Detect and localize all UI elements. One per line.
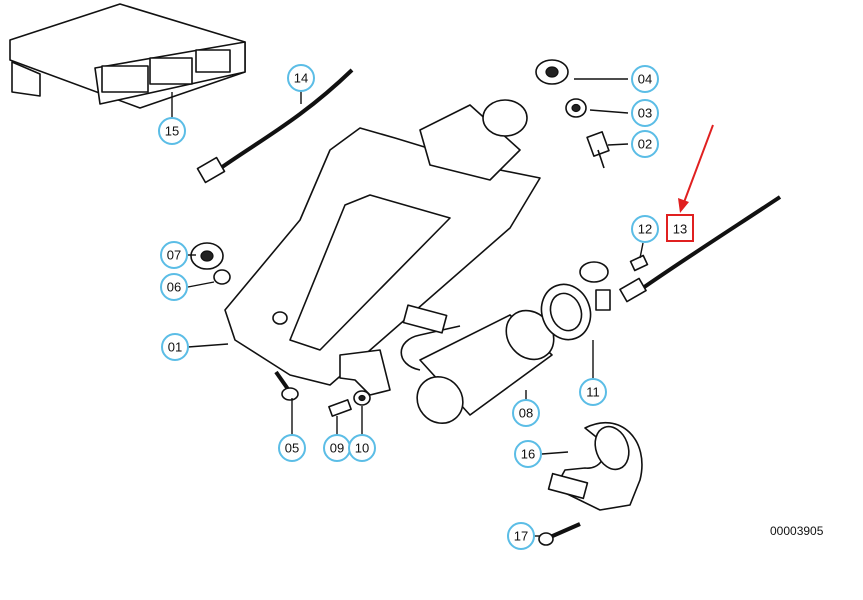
callout-03-label: 03 <box>638 106 652 121</box>
callout-11-label: 11 <box>586 385 600 400</box>
callout-05-label: 05 <box>285 441 299 456</box>
callout-11[interactable]: 11 <box>579 378 607 406</box>
callout-07-label: 07 <box>167 248 181 263</box>
callout-09-label: 09 <box>330 441 344 456</box>
callout-02-label: 02 <box>638 137 652 152</box>
control-module <box>9 3 246 109</box>
callout-12[interactable]: 12 <box>631 215 659 243</box>
bushing-03 <box>565 98 587 118</box>
callout-04[interactable]: 04 <box>631 65 659 93</box>
grommet-07 <box>190 242 224 270</box>
screw-12 <box>629 254 649 272</box>
cable-13 <box>638 195 782 292</box>
callout-13-label: 13 <box>673 222 687 237</box>
grommet-04 <box>535 59 569 85</box>
motor-08 <box>400 304 555 424</box>
screw-17 <box>538 522 581 546</box>
callout-10-label: 10 <box>355 441 369 456</box>
callout-16[interactable]: 16 <box>514 440 542 468</box>
callout-17[interactable]: 17 <box>507 522 535 550</box>
callout-07[interactable]: 07 <box>160 241 188 269</box>
bracket-16 <box>547 422 643 511</box>
callout-13-highlighted[interactable]: 13 <box>666 214 694 242</box>
callout-15-label: 15 <box>165 124 179 139</box>
callout-12-label: 12 <box>638 222 652 237</box>
bolt-09 <box>328 399 352 417</box>
highlight-arrow <box>678 124 714 213</box>
callout-01-label: 01 <box>168 340 182 355</box>
callout-10[interactable]: 10 <box>348 434 376 462</box>
callout-08[interactable]: 08 <box>512 399 540 427</box>
callout-16-label: 16 <box>521 447 535 462</box>
callout-14-label: 14 <box>294 71 308 86</box>
callout-09[interactable]: 09 <box>323 434 351 462</box>
callout-17-label: 17 <box>514 529 528 544</box>
sensor-ring-11 <box>540 261 611 341</box>
leader-lines <box>171 78 644 537</box>
callout-05[interactable]: 05 <box>278 434 306 462</box>
diagram-reference-number: 00003905 <box>770 524 824 538</box>
callout-15[interactable]: 15 <box>158 117 186 145</box>
callout-02[interactable]: 02 <box>631 130 659 158</box>
callout-06[interactable]: 06 <box>160 273 188 301</box>
bushing-06 <box>213 269 231 285</box>
bolt-02 <box>586 131 610 169</box>
screw-05 <box>274 370 299 401</box>
callout-03[interactable]: 03 <box>631 99 659 127</box>
callout-08-label: 08 <box>519 406 533 421</box>
washer-10 <box>353 390 371 406</box>
steering-column-bracket <box>224 99 541 396</box>
callout-01[interactable]: 01 <box>161 333 189 361</box>
callout-14[interactable]: 14 <box>287 64 315 92</box>
callout-06-label: 06 <box>167 280 181 295</box>
cable-14-connector <box>196 156 226 184</box>
callout-04-label: 04 <box>638 72 652 87</box>
cable-13-connector <box>619 277 647 303</box>
cable-14 <box>213 68 354 174</box>
